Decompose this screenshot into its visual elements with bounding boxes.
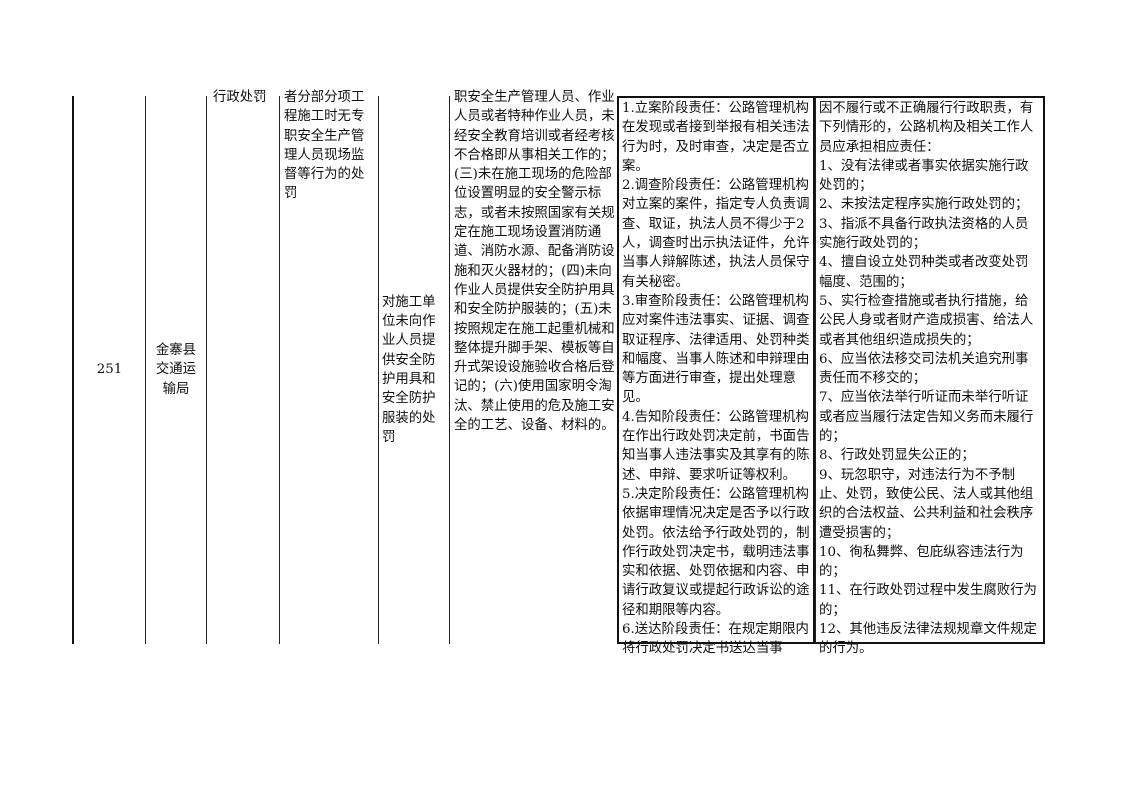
accountability-paragraph: 3、指派不具备行政执法资格的人员实施行政处罚的； (819, 216, 1029, 252)
accountability-paragraph: 7、应当依法举行听证而未举行听证或者应当履行法定告知义务而未履行的； (819, 390, 1034, 445)
row-number: 251 (96, 362, 123, 378)
sub-item-cell: 对施工单位未向作业人员提供安全防护用具和安全防护服装的处罚 (378, 96, 449, 644)
accountability-paragraph: 1、没有法律或者事实依据实施行政处罚的； (819, 158, 1029, 194)
accountability-cell: 因不履行或不正确履行行政职责，有下列情形的，公路机构及相关工作人员应承担相应责任… (815, 96, 1045, 656)
item-name-text: 者分部分项工程施工时无专职安全生产管理人员现场监督等行为的处罚 (284, 90, 365, 202)
row-number-cell: 251 (72, 96, 145, 644)
duty-paragraph: 2.调查阶段责任：公路管理机构对立案的案件，指定专人负责调查、取证，执法人员不得… (622, 178, 810, 290)
item-name-cell: 者分部分项工程施工时无专职安全生产管理人员现场监督等行为的处罚 (279, 90, 378, 644)
duty-paragraph: 3.审查阶段责任：公路管理机构应对案件违法事实、证据、调查取证程序、法律适用、处… (622, 293, 810, 406)
type-cell: 行政处罚 (206, 90, 279, 644)
basis-cell: 职安全生产管理人员、作业人员或者特种作业人员，未经安全教育培训或者经考核不合格即… (449, 90, 617, 644)
duty-paragraph: 1.立案阶段责任：公路管理机构在发现或者接到举报有相关违法行为时，及时审查，决定… (622, 101, 810, 174)
duty-paragraph: 5.决定阶段责任：公路管理机构依据审理情况决定是否予以行政处罚。依法给予行政处罚… (622, 486, 810, 618)
duty-text: 1.立案阶段责任：公路管理机构在发现或者接到举报有相关违法行为时，及时审查，决定… (622, 99, 811, 659)
sub-item-text: 对施工单位未向作业人员提供安全防护用具和安全防护服装的处罚 (382, 294, 436, 445)
accountability-paragraph: 4、擅自设立处罚种类或者改变处罚幅度、范围的； (819, 255, 1029, 290)
duty-paragraph: 6.送达阶段责任：在规定期限内将行政处罚决定书送达当事 (622, 622, 809, 657)
accountability-paragraph: 5、实行检查措施或者执行措施，给公民人身或者财产造成损害、给法人或者其他组织造成… (819, 293, 1034, 348)
accountability-paragraph: 8、行政处罚显失公正的； (819, 448, 975, 464)
accountability-paragraph: 因不履行或不正确履行行政职责，有下列情形的，公路机构及相关工作人员应承担相应责任… (819, 101, 1034, 155)
accountability-paragraph: 2、未按法定程序实施行政处罚的； (819, 197, 1029, 213)
accountability-paragraph: 9、玩忽职守，对违法行为不予制止、处罚，致使公民、法人或其他组织的合法权益、公共… (819, 467, 1034, 541)
accountability-paragraph: 11、在行政处罚过程中发生腐败行为的； (819, 583, 1037, 618)
basis-text: 职安全生产管理人员、作业人员或者特种作业人员，未经安全教育培训或者经考核不合格即… (454, 90, 615, 434)
accountability-paragraph: 12、其他违反法律法规规章文件规定的行为。 (819, 622, 1037, 657)
department-name: 金寨县交通运输局 (155, 343, 197, 397)
accountability-paragraph: 10、徇私舞弊、包庇纵容违法行为的； (819, 544, 1024, 580)
accountability-text: 因不履行或不正确履行行政职责，有下列情形的，公路机构及相关工作人员应承担相应责任… (819, 99, 1039, 659)
type-text: 行政处罚 (213, 90, 267, 105)
department-cell: 金寨县交通运输局 (145, 96, 206, 644)
duty-cell: 1.立案阶段责任：公路管理机构在发现或者接到举报有相关违法行为时，及时审查，决定… (617, 96, 815, 656)
accountability-paragraph: 6、应当依法移交司法机关追究刑事责任而不移交的； (819, 351, 1029, 387)
duty-paragraph: 4.告知阶段责任：公路管理机构在作出行政处罚决定前，书面告知当事人违法事实及其享… (622, 409, 810, 483)
